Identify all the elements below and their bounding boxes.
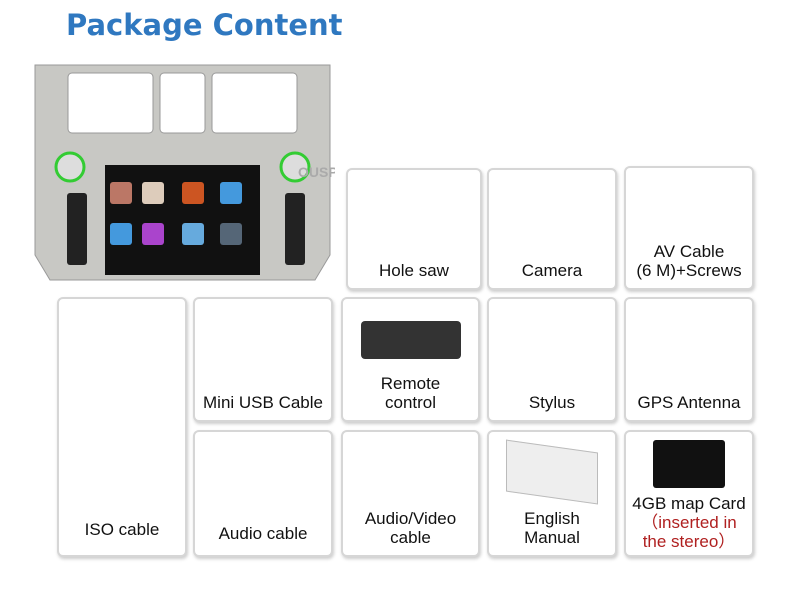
svg-text:OUSP: OUSP	[298, 164, 335, 180]
item-iso-cable: ISO cable	[57, 297, 187, 557]
item-label: Audio cable	[218, 524, 308, 543]
item-camera: Camera	[487, 168, 617, 290]
item-label: Camera	[521, 261, 583, 280]
item-label: Stylus	[528, 393, 576, 412]
item-gps-antenna: GPS Antenna	[624, 297, 754, 422]
car-stereo-image: OUSP	[30, 55, 338, 290]
item-audio-cable: Audio cable	[193, 430, 333, 557]
item-av-cable: AV Cable(6 M)+Screws	[624, 166, 754, 290]
page-title: Package Content	[66, 8, 343, 42]
item-label: AV Cable(6 M)+Screws	[636, 242, 742, 280]
item-label: Mini USB Cable	[203, 393, 323, 412]
item-mini-usb-cable: Mini USB Cable	[193, 297, 333, 422]
item-label: ISO cable	[84, 520, 160, 539]
item-label: GPS Antenna	[637, 393, 741, 412]
item-stylus: Stylus	[487, 297, 617, 422]
item-label: Hole saw	[379, 261, 449, 280]
item-hole-saw: Hole saw	[346, 168, 482, 290]
